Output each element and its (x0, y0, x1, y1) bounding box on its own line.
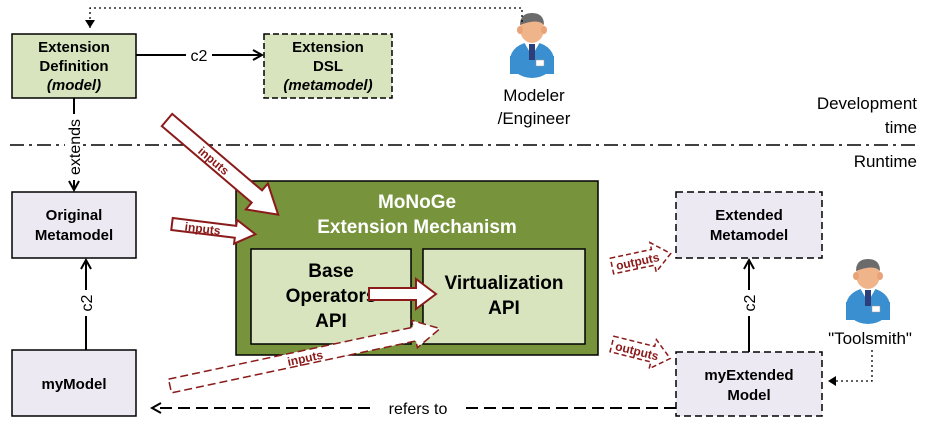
extension-definition-line2: Definition (39, 58, 108, 75)
extension-dsl-line1: Extension (292, 39, 364, 56)
toolsmith-label: "Toolsmith" (828, 329, 912, 348)
extends-label: extends (67, 119, 84, 175)
base-operators-line2: Operators (286, 286, 377, 307)
inputs-diagonal-arrow: inputs (160, 112, 280, 216)
extension-dsl-line2: DSL (313, 58, 343, 75)
extension-definition-line1: Extension (38, 39, 110, 56)
toolsmith-edit-edge (828, 350, 873, 386)
extended-metamodel-line2: Metamodel (710, 227, 788, 244)
original-metamodel-line2: Metamodel (35, 227, 113, 244)
mymodel-box[interactable] (11, 349, 137, 417)
virtualization-line1: Virtualization (445, 273, 564, 294)
toolsmith-person-icon (845, 258, 891, 325)
virtualization-api-box[interactable] (422, 248, 586, 345)
mymodel-label: myModel (41, 376, 106, 393)
original-metamodel-box[interactable] (11, 191, 137, 259)
virtualization-line2: API (488, 298, 520, 319)
base-operators-line3: API (315, 311, 347, 332)
base-to-virtualization-arrow (368, 277, 438, 311)
monoge-title-1: MoNoGe (378, 192, 456, 213)
modeler-label-1: Modeler (503, 86, 565, 105)
dev-time-label-2: time (885, 118, 917, 137)
myextended-model-line1: myExtended (704, 367, 793, 384)
c2-top-label: c2 (191, 48, 208, 65)
extension-definition-line3: (model) (47, 77, 101, 94)
inputs-bottom-arrow: inputs (167, 319, 442, 394)
original-metamodel-line1: Original (46, 207, 103, 224)
monoge-title-2: Extension Mechanism (317, 217, 517, 238)
myextended-model-box[interactable] (675, 351, 823, 417)
outputs-top-label: outputs (615, 250, 661, 273)
extension-dsl-box[interactable] (263, 33, 393, 99)
modeler-person-icon (509, 12, 555, 79)
dev-time-label-1: Development (817, 94, 917, 113)
outputs-bottom-arrow: outputs (609, 335, 672, 371)
refers-to-label: refers to (389, 401, 448, 418)
runtime-label: Runtime (854, 152, 917, 171)
base-operators-line1: Base (308, 261, 353, 282)
inputs-left-label: inputs (184, 220, 222, 238)
extended-metamodel-box[interactable] (675, 191, 823, 259)
extended-metamodel-line1: Extended (715, 207, 783, 224)
modeler-label-2: /Engineer (498, 109, 571, 128)
inputs-left-arrow: inputs (170, 216, 258, 246)
extension-dsl-line3: (metamodel) (283, 77, 372, 94)
outputs-top-arrow: outputs (609, 241, 672, 275)
c2-left-label: c2 (79, 294, 96, 311)
myextended-model-line2: Model (727, 387, 770, 404)
modeler-edit-edge (85, 7, 523, 28)
c2-right-label: c2 (742, 294, 759, 311)
